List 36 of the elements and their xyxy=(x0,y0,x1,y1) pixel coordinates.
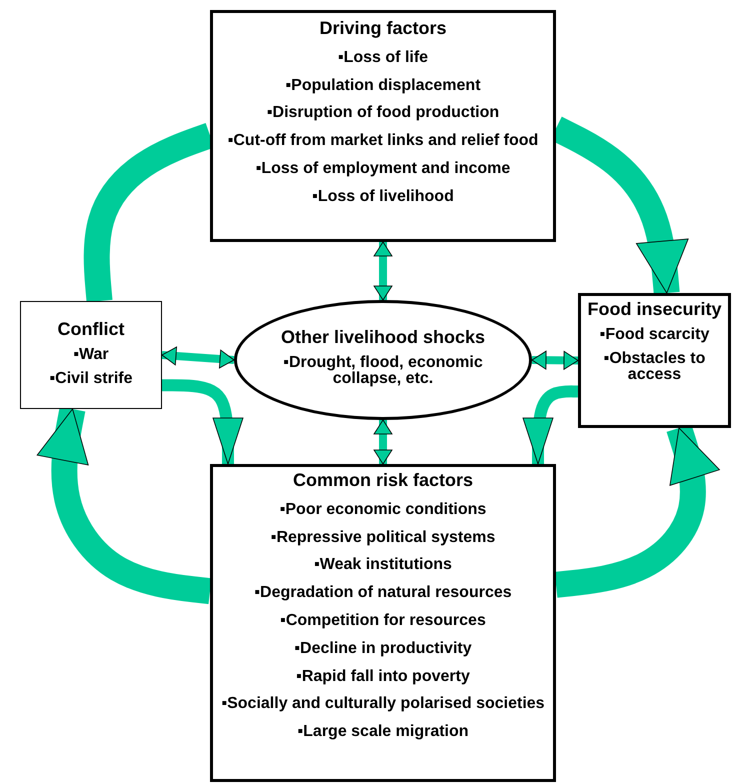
bullet-item: ▪Large scale migration xyxy=(297,724,469,741)
bullet-item: ▪Civil strife xyxy=(49,370,133,388)
factor-box xyxy=(578,293,731,428)
bullet-item: ▪War xyxy=(73,346,109,364)
bullet-item: ▪Drought, flood, economic collapse, etc. xyxy=(283,354,483,388)
box-heading: Food insecurity xyxy=(587,300,722,320)
arrow xyxy=(162,379,244,464)
bullet-item: ▪Population displacement xyxy=(285,78,481,94)
bullet-item: ▪Rapid fall into poverty xyxy=(296,668,470,686)
box-heading: Driving factors xyxy=(319,19,447,39)
bullet-item: ▪Loss of employment and income xyxy=(256,160,510,178)
factor-box xyxy=(210,10,556,242)
arrow xyxy=(374,420,392,464)
bullet-item: ▪Obstacles to access xyxy=(602,350,706,384)
bullet-item: ▪Loss of livelihood xyxy=(312,188,454,206)
box-heading: Conflict xyxy=(58,320,124,340)
bullet-item: ▪Repressive political systems xyxy=(270,530,496,546)
bullet-item: ▪Weak institutions xyxy=(314,557,452,574)
arrow xyxy=(532,350,578,370)
bullet-item: ▪Loss of life xyxy=(338,50,428,67)
factor-box xyxy=(210,464,556,782)
arrow xyxy=(374,242,392,300)
box-heading: Other livelihood shocks xyxy=(280,328,486,348)
factor-box xyxy=(20,301,162,409)
arrow xyxy=(522,385,580,464)
bullet-item: ▪Cut-off from market links and relief food xyxy=(228,133,538,150)
bullet-item: ▪Decline in productivity xyxy=(294,640,472,658)
bullet-item: ▪Disruption of food production xyxy=(266,105,500,122)
arrow xyxy=(36,406,212,604)
arrow xyxy=(162,346,234,368)
bullet-item: ▪Poor economic conditions xyxy=(280,502,486,519)
bullet-item: ▪Competition for resources xyxy=(280,612,486,630)
bullet-item: ▪Food scarcity xyxy=(600,326,710,344)
bullet-item: ▪Degradation of natural resources xyxy=(254,585,512,602)
box-heading: Common risk factors xyxy=(292,471,474,491)
bullet-item: ▪Socially and culturally polarised societies xyxy=(221,696,545,714)
